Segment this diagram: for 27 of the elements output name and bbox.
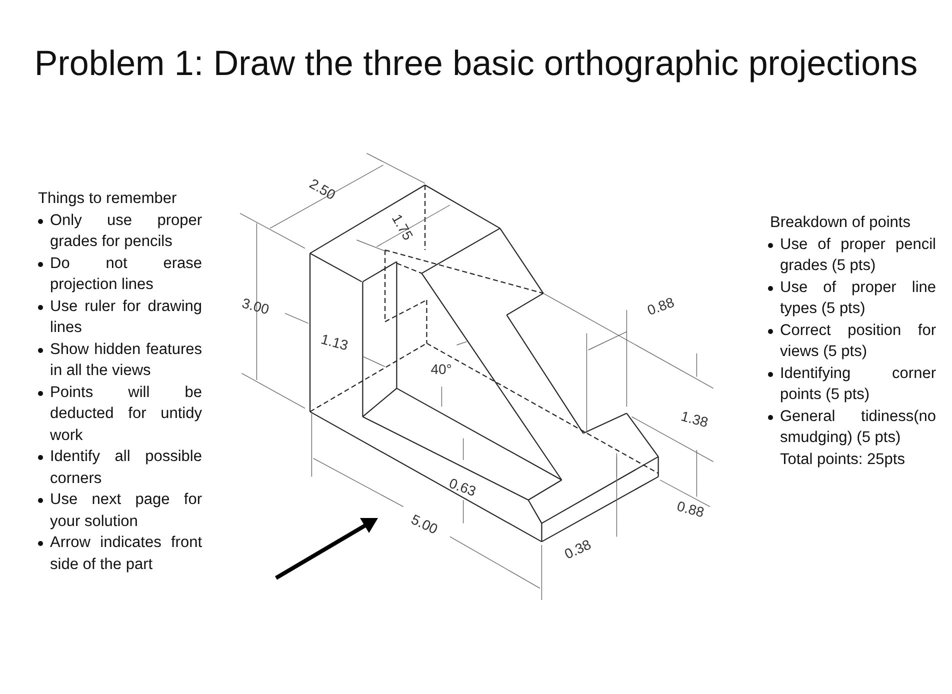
list-item: General tidiness(no smudging) (5 pts) [780,406,936,448]
dimension-label: 2.50 [306,175,338,203]
dimension-label: 3.00 [240,294,272,317]
dimension-label: 0.63 [447,475,478,500]
title-text: Problem 1: Draw the three basic orthographic projections [33,44,919,84]
dimension-label: 40° [430,361,452,377]
list-item: Show hidden features in all the views [50,340,202,381]
dimension-label: 1.38 [679,408,710,430]
list-item: Use next page for your solution [50,490,202,532]
dimension-label: 0.88 [645,294,676,318]
list-heading: Breakdown of points [770,213,912,233]
dimension-label: 5.00 [408,511,440,537]
dimension-label: 0.88 [676,498,706,520]
dimension-label: 1.13 [319,331,350,354]
list-item: Do not erase projection lines [50,254,202,295]
list-heading: Things to remember [38,189,178,209]
total-text: Total points: 25pts [780,450,906,470]
list-item: Use of proper line types (5 pts) [780,278,936,319]
list-item: Arrow indicates front side of the part [50,533,202,574]
list-item: Use ruler for drawing lines [50,296,202,338]
list-item: Use of proper pencil grades (5 pts) [780,234,936,276]
list-item: Identify all possible corners [50,447,202,488]
list-item: Correct position for views (5 pts) [780,320,936,362]
list-item: Identifying corner points (5 pts) [780,364,936,405]
list-item: Only use proper grades for pencils [50,210,202,252]
dimension-label: 0.38 [562,536,594,562]
list-item: Points will be deducted for untidy work [50,382,202,446]
